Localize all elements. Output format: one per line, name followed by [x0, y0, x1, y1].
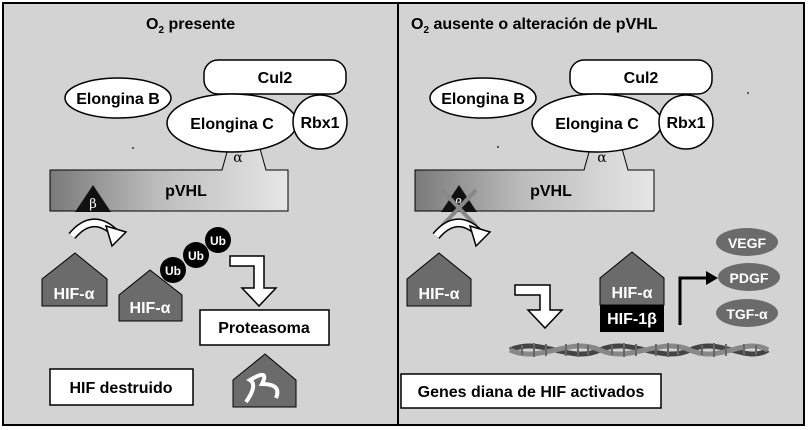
arrow-to-proteasome — [229, 255, 278, 308]
ub-circle-2 — [183, 242, 209, 268]
hif-alpha-house-1 — [41, 252, 108, 307]
proteasome-label: Proteasoma — [218, 320, 310, 337]
rbx1-label: Rbx1 — [300, 115, 339, 132]
tgf-oval — [716, 299, 778, 327]
cul2-box — [203, 59, 347, 95]
left-title: O2 presente — [146, 16, 235, 36]
pvhl-label: pVHL — [165, 183, 207, 200]
hif-alpha-label-right-2: HIF-α — [612, 285, 653, 302]
vegf-oval — [716, 228, 778, 256]
pvhl-bar-right — [414, 144, 655, 212]
pvhl-label-right: pVHL — [530, 183, 572, 200]
hif-alpha-label-right-1: HIF-α — [419, 286, 460, 303]
elongin-b-right — [429, 77, 537, 119]
elongin-c-label: Elongina C — [190, 116, 274, 133]
beta-triangle-right — [441, 185, 477, 212]
pdgf-label: PDGF — [730, 270, 769, 286]
ub-label-3: Ub — [210, 234, 226, 248]
dna-helix — [508, 343, 770, 357]
elongin-b-label-right: Elongina B — [441, 91, 525, 108]
alpha-label-right: α — [597, 150, 607, 166]
genes-activated-label: Genes diana de HIF activados — [418, 384, 645, 401]
vegf-label: VEGF — [728, 235, 767, 251]
ub-circle-3 — [205, 227, 231, 253]
beta-triangle — [75, 185, 111, 212]
hif-1b-box — [600, 305, 664, 332]
ub-circle-1 — [160, 257, 186, 283]
left-panel-content: O2 presente Cul2 Elongina B pVHL Elongin… — [41, 16, 348, 408]
beta-label: β — [89, 197, 97, 212]
arrow-down-right — [514, 284, 564, 330]
cul2-box-right — [569, 59, 713, 95]
elongin-c-label-right: Elongina C — [555, 116, 639, 133]
cul2-label-right: Cul2 — [624, 70, 659, 87]
genes-activated-box — [400, 373, 662, 409]
ub-label-1: Ub — [165, 264, 181, 278]
activation-arrow — [678, 276, 708, 325]
proteasome-box — [199, 309, 330, 346]
rbx1 — [292, 94, 348, 150]
elongin-b-label: Elongina B — [76, 91, 160, 108]
right-title: O2 ausente o alteración de pVHL — [411, 16, 658, 36]
hif-1b-label: HIF-1β — [607, 311, 657, 328]
hif-alpha-house-2 — [118, 269, 183, 322]
squiggle-icon — [244, 372, 280, 404]
alpha-label: α — [233, 150, 243, 166]
cul2-label: Cul2 — [258, 70, 293, 87]
hif-alpha-label-1: HIF-α — [54, 286, 95, 303]
elongin-b — [64, 77, 172, 119]
beta-label-right: β — [455, 197, 463, 212]
hif-alpha-house-right-1 — [406, 252, 472, 307]
tgf-label: TGF-α — [726, 306, 768, 322]
ub-label-2: Ub — [188, 249, 204, 263]
hif-alpha-house-right-2 — [599, 251, 665, 306]
rbx1-right — [658, 94, 714, 150]
rbx1-label-right: Rbx1 — [666, 115, 705, 132]
hif-destroyed-box — [49, 368, 194, 406]
hif-alpha-label-2: HIF-α — [130, 300, 171, 317]
pdgf-oval — [718, 263, 780, 291]
hif-destroyed-label: HIF destruido — [69, 380, 172, 397]
pvhl-bar — [49, 144, 289, 212]
right-panel-content: O2 ausente o alteración de pVHL Cul2 Elo… — [400, 16, 780, 409]
